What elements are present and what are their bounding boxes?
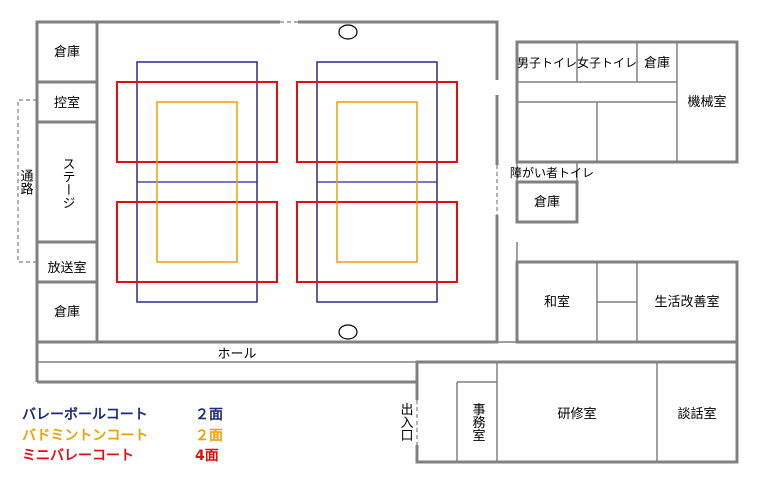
mini-volleyball-court-right-bottom — [296, 201, 458, 283]
mini-volleyball-court-left-top — [116, 81, 278, 163]
right-lower-block — [515, 260, 739, 344]
room-storage-mid-right — [515, 180, 579, 224]
label-storage-bottom-left: 倉庫 — [54, 305, 80, 320]
label-hall: ホール — [217, 347, 256, 362]
legend-volleyball-count: ２面 — [195, 407, 223, 423]
label-machine-room: 機械室 — [687, 94, 726, 110]
badminton-court-left — [156, 101, 238, 263]
badminton-court-right — [336, 101, 418, 263]
label-training-room: 研修室 — [557, 406, 596, 422]
label-storage-top-left: 倉庫 — [54, 45, 80, 60]
legend-badminton-count: ２面 — [195, 428, 223, 444]
legend: バレーボールコート ２面 バドミントンコート ２面 ミニバレーコート 4面 — [22, 407, 223, 464]
passage-outline — [17, 99, 37, 263]
label-passage: 通路 — [18, 169, 34, 195]
label-japanese-room: 和室 — [544, 294, 570, 310]
mini-volleyball-court-left-bottom — [116, 201, 278, 283]
net-post-bottom — [338, 324, 358, 340]
label-broadcast-room: 放送室 — [47, 260, 86, 276]
label-waiting-room: 控室 — [54, 95, 80, 111]
legend-badminton-label: バドミントンコート — [22, 428, 148, 444]
label-mens-toilet: 男子トイレ — [517, 56, 577, 70]
label-life-improvement-room: 生活改善室 — [654, 294, 719, 310]
legend-mini-volleyball-count: 4面 — [195, 448, 219, 464]
net-post-top — [338, 24, 358, 40]
legend-mini-volleyball-label: ミニバレーコート — [22, 448, 134, 464]
mini-volleyball-court-right-top — [296, 81, 458, 163]
legend-volleyball-label: バレーボールコート — [22, 407, 148, 423]
label-accessible-toilet: 障がい者トイレ — [510, 165, 594, 180]
label-storage-top-right: 倉庫 — [644, 56, 670, 71]
label-meeting-room: 談話室 — [677, 406, 716, 422]
label-stage: ステージ — [60, 157, 75, 209]
label-womens-toilet: 女子トイレ — [577, 55, 637, 70]
label-office: 事務室 — [470, 403, 486, 442]
label-entrance: 出入口 — [398, 403, 414, 442]
label-storage-mid-right: 倉庫 — [534, 195, 560, 210]
room-storage-bottom-left — [35, 280, 99, 344]
